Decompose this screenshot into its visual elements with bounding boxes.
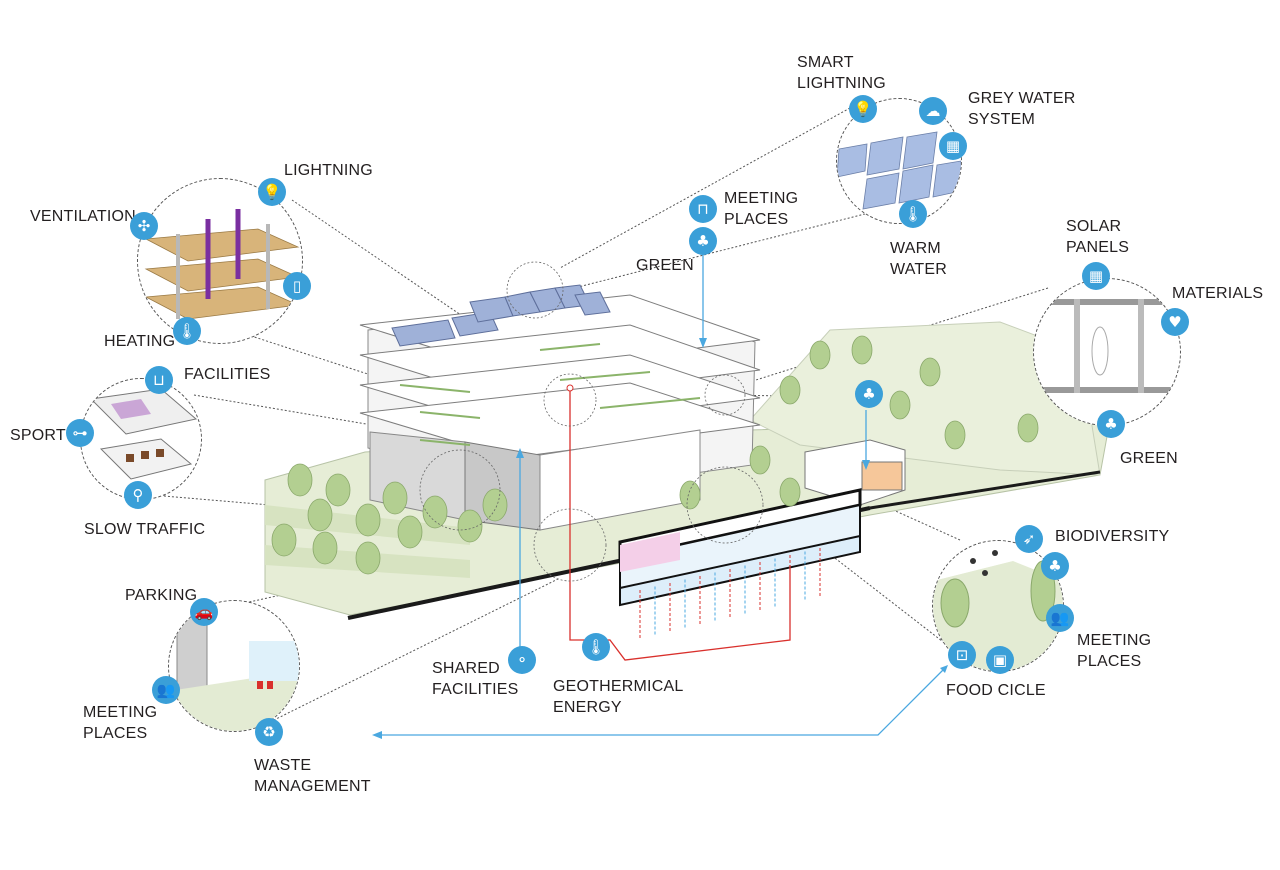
label-materials: MATERIALS — [1172, 285, 1264, 302]
recycle-icon: ♻ — [255, 718, 283, 746]
label-meeting-places-right: MEETING PLACES — [1077, 632, 1152, 670]
solar-panel-icon: ▦ — [1082, 262, 1110, 290]
label-green-right: GREEN — [1120, 450, 1178, 467]
dumbbell-icon: ⊶ — [66, 419, 94, 447]
people-group-icon: 👥 — [1046, 604, 1074, 632]
leaf-bag-icon: ▣ — [986, 646, 1014, 674]
label-parking: PARKING — [125, 587, 198, 604]
people-group-icon: 👥 — [152, 676, 180, 704]
label-facilities: FACILITIES — [184, 366, 271, 383]
label-meeting-places-left: MEETING PLACES — [83, 704, 158, 742]
label-food-cicle: FOOD CICLE — [946, 682, 1046, 699]
label-warm-water: WARM WATER — [890, 240, 947, 278]
solar-panel-icon: ▦ — [939, 132, 967, 160]
car-icon: 🚗 — [190, 598, 218, 626]
geothermal-arrows — [639, 548, 821, 640]
label-smart-lightning: SMART LIGHTNING — [797, 54, 886, 92]
balloons-icon: ⚬ — [508, 646, 536, 674]
smartphone-icon: ▯ — [283, 272, 311, 300]
label-sport: SPORT — [10, 427, 66, 444]
thermometer-icon: 🌡 — [582, 633, 610, 661]
building — [359, 284, 761, 531]
tree-icon: ♣ — [855, 380, 883, 408]
label-geothermical-energy: GEOTHERMICAL ENERGY — [553, 678, 684, 716]
tree-icon: ♣ — [1097, 410, 1125, 438]
label-shared-facilities: SHARED FACILITIES — [432, 660, 519, 698]
label-lightning: LIGHTNING — [284, 162, 373, 179]
lens-solar-panels — [1033, 278, 1181, 426]
pavilion — [804, 439, 906, 506]
fan-icon: ✣ — [130, 212, 158, 240]
bicycle-icon: ⚲ — [124, 481, 152, 509]
label-heating: HEATING — [104, 333, 176, 350]
thermometer-icon: 🌡 — [899, 200, 927, 228]
lightbulb-icon: 💡 — [849, 95, 877, 123]
geothermal-section — [618, 488, 862, 607]
label-meeting-places-top: MEETING PLACES — [724, 190, 799, 228]
label-slow-traffic: SLOW TRAFFIC — [84, 521, 206, 538]
heart-monitor-icon: ♥ — [1161, 308, 1189, 336]
detail-markers — [419, 261, 764, 582]
bird-icon: ➶ — [1015, 525, 1043, 553]
label-biodiversity: BIODIVERSITY — [1055, 528, 1170, 545]
lens-parking — [168, 600, 300, 732]
label-waste-management: WASTE MANAGEMENT — [254, 757, 371, 795]
lightbulb-icon: 💡 — [258, 178, 286, 206]
flow-lines — [372, 250, 948, 739]
label-green-top: GREEN — [636, 257, 694, 274]
trees — [271, 335, 1039, 575]
tree-icon: ♣ — [689, 227, 717, 255]
tree-icon: ♣ — [1041, 552, 1069, 580]
rain-cloud-icon: ☁ — [919, 97, 947, 125]
thermometer-icon: 🌡 — [173, 317, 201, 345]
label-ventilation: VENTILATION — [30, 208, 136, 225]
compost-bin-icon: ⊡ — [948, 641, 976, 669]
label-solar-panels: SOLAR PANELS — [1066, 218, 1130, 256]
label-grey-water-system: GREY WATER SYSTEM — [968, 90, 1076, 128]
lens-ventilation — [137, 178, 303, 344]
picnic-table-icon: ⊓ — [689, 195, 717, 223]
shopping-basket-icon: ⊔ — [145, 366, 173, 394]
